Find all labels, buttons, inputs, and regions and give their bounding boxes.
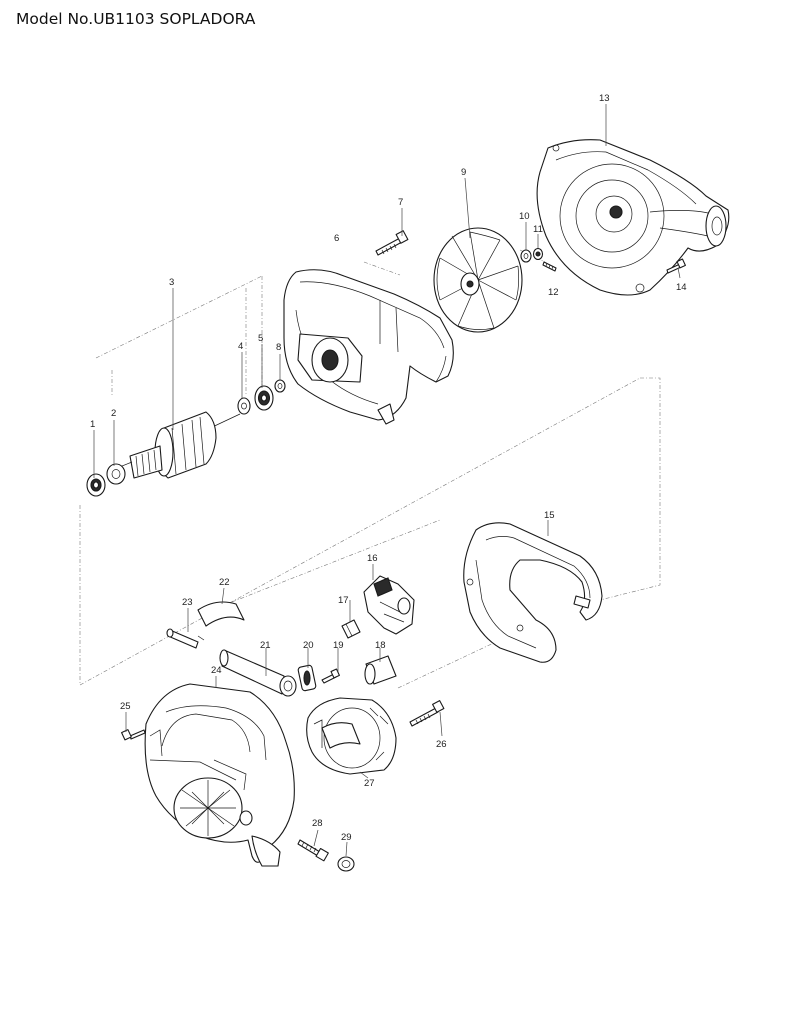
part-28-screw: [297, 839, 329, 862]
callout-labels: 1 2 3 4 5 6 7 8 9 10 11 12 13 14 15 16 1…: [90, 93, 687, 843]
callout-26: 26: [436, 739, 447, 750]
part-7-screw: [375, 230, 409, 256]
callout-27: 27: [364, 778, 375, 789]
callout-2: 2: [111, 408, 116, 419]
callout-20: 20: [303, 640, 314, 651]
part-12-screw: [542, 261, 557, 272]
part-14-screw: [666, 258, 686, 274]
callout-6: 6: [334, 233, 339, 244]
part-9-impeller-fan: [433, 227, 523, 333]
part-15-handle-cover: [463, 522, 603, 663]
callout-23: 23: [182, 597, 193, 608]
part-29-cap: [337, 856, 355, 872]
part-18-sponge: [364, 655, 397, 685]
callout-16: 16: [367, 553, 378, 564]
callout-24: 24: [211, 665, 222, 676]
part-23-pin: [166, 628, 205, 649]
part-21-tube: [219, 649, 297, 697]
assembly-guide-lines: [79, 249, 661, 689]
part-17-switch-lever: [341, 619, 361, 639]
part-2-washer: [106, 463, 126, 485]
callout-4: 4: [238, 341, 243, 352]
leader-lines: [93, 104, 681, 857]
callout-22: 22: [219, 577, 230, 588]
part-8-rubber-ring: [274, 379, 286, 393]
callout-1: 1: [90, 419, 95, 430]
part-20-cord-clamp: [297, 664, 317, 692]
part-1-ball-bearing: [86, 473, 106, 497]
callout-8: 8: [276, 342, 281, 353]
callout-21: 21: [260, 640, 271, 651]
callout-15: 15: [544, 510, 555, 521]
callout-5: 5: [258, 333, 263, 344]
callout-18: 18: [375, 640, 386, 651]
callout-11: 11: [533, 224, 543, 235]
page-title: Model No.UB1103 SOPLADORA: [16, 10, 256, 28]
part-4-washer: [237, 397, 251, 415]
part-22-label: [197, 601, 245, 627]
callout-9: 9: [461, 167, 466, 178]
callout-7: 7: [398, 197, 403, 208]
part-26-screw: [409, 700, 445, 727]
callout-25: 25: [120, 701, 131, 712]
part-11-nut: [532, 247, 544, 261]
callout-17: 17: [338, 595, 349, 606]
part-27-field: [306, 697, 397, 775]
callout-13: 13: [599, 93, 610, 104]
part-13-fan-housing-cover: [536, 139, 730, 296]
callout-10: 10: [519, 211, 530, 222]
part-19-screw: [321, 668, 340, 684]
part-3-armature: [111, 411, 241, 479]
part-25-screw: [121, 729, 146, 741]
part-24-housing-handle: [144, 683, 295, 867]
callout-29: 29: [341, 832, 352, 843]
part-6-motor-housing: [283, 269, 454, 425]
part-10-washer: [520, 249, 532, 263]
callout-3: 3: [169, 277, 174, 288]
callout-19: 19: [333, 640, 344, 651]
part-5-ball-bearing: [254, 385, 274, 411]
callout-12: 12: [548, 287, 559, 298]
part-16-switch: [363, 575, 415, 635]
callout-28: 28: [312, 818, 323, 829]
callout-14: 14: [676, 282, 687, 293]
